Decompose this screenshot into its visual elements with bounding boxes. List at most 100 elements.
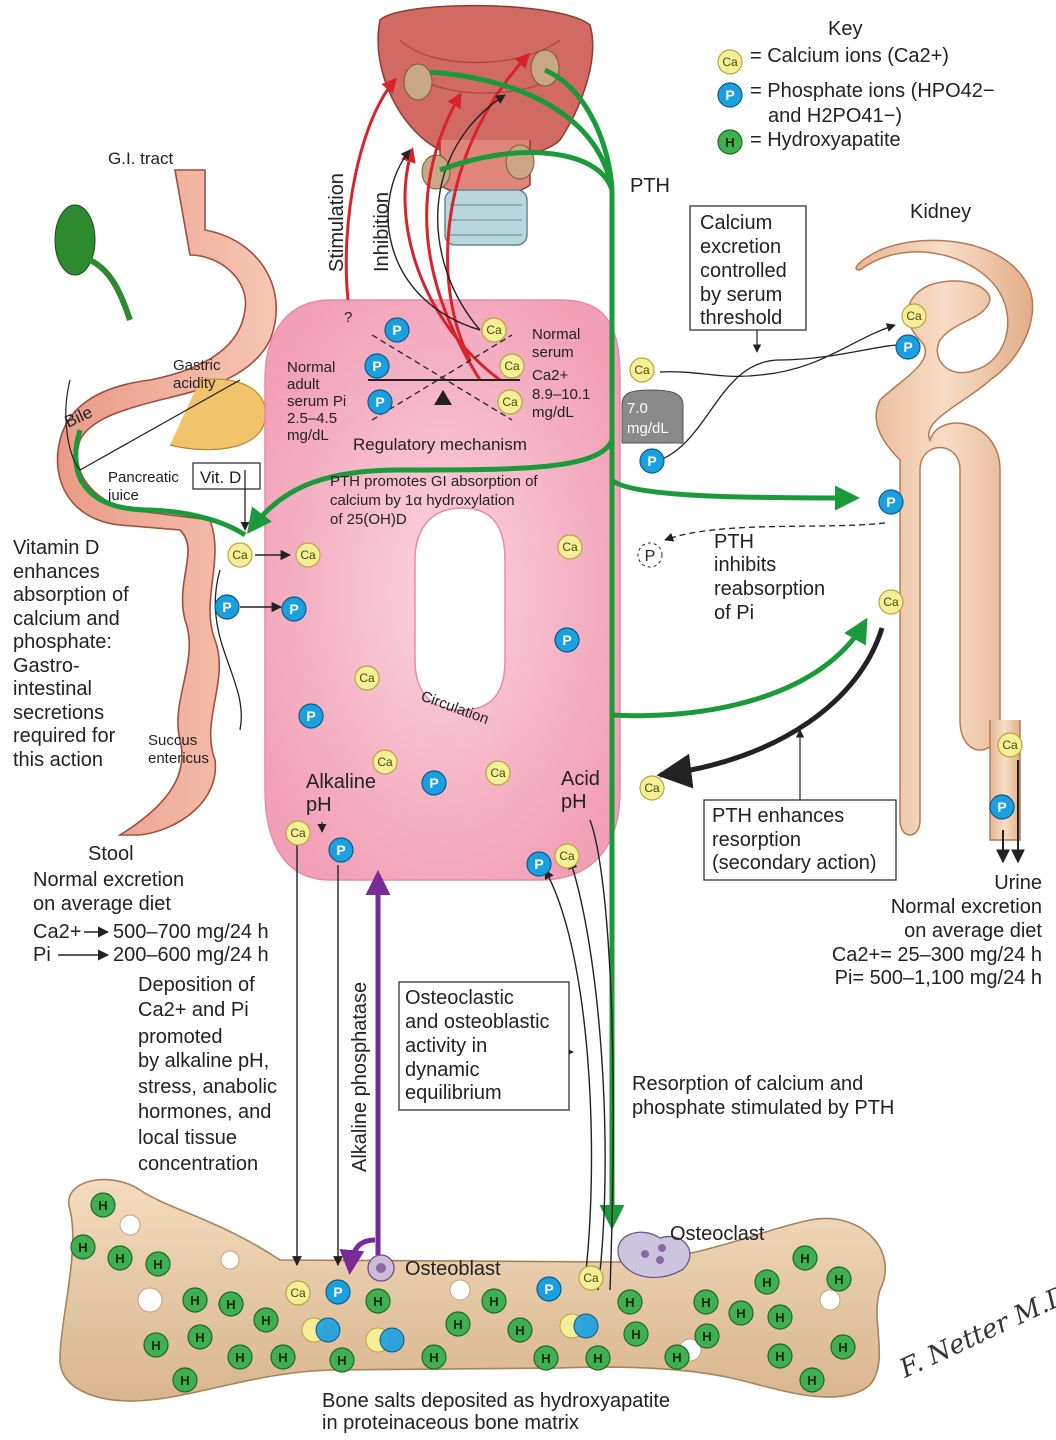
resorption-pth-1: Resorption of calcium and	[632, 1073, 863, 1095]
phosphate-ion: P	[422, 771, 446, 795]
hydroxyapatite-ion: H	[254, 1308, 278, 1332]
key-phosphate-label-2: and H2PO41−)	[768, 105, 902, 127]
hydroxyapatite-ion: H	[695, 1324, 719, 1348]
svg-text:Ca: Ca	[290, 826, 306, 840]
svg-text:Ca: Ca	[722, 55, 738, 69]
svg-text:H: H	[261, 1313, 270, 1328]
svg-text:P: P	[647, 453, 656, 469]
phosphate-ion: P	[282, 597, 306, 621]
key-phosphate-icon: P	[718, 83, 742, 107]
svg-text:stress, anabolic: stress, anabolic	[138, 1076, 277, 1098]
key-calcium-icon: Ca	[718, 50, 742, 74]
svg-text:H: H	[807, 1373, 816, 1388]
svg-text:H: H	[98, 1198, 107, 1213]
phosphate-ion: P	[640, 449, 664, 473]
hydroxyapatite-ion: H	[665, 1345, 689, 1369]
calcium-ion: Ca	[902, 304, 926, 328]
calcium-ion: Ca	[500, 354, 524, 378]
svg-text:P: P	[372, 358, 381, 374]
svg-text:Gastro-: Gastro-	[13, 655, 80, 677]
acid-ph-1: Acid	[561, 768, 600, 790]
svg-text:P: P	[997, 799, 1006, 815]
svg-text:H: H	[834, 1272, 843, 1287]
hydroxyapatite-ion: H	[768, 1344, 792, 1368]
pth-label: PTH	[630, 175, 670, 197]
svg-text:phosphate:: phosphate:	[13, 631, 112, 653]
calcium-ion: Ca	[555, 844, 579, 868]
hydroxyapatite-ion: H	[831, 1335, 855, 1359]
hydroxyapatite-ion: H	[800, 1368, 824, 1392]
pth-enhances-2: resorption	[712, 829, 801, 851]
svg-text:P: P	[725, 87, 734, 103]
vitamin-d-text: Vitamin D enhances absorption of calcium…	[13, 537, 129, 771]
calcium-ion: Ca	[286, 1281, 310, 1305]
svg-text:H: H	[195, 1330, 204, 1345]
calcium-ion: Ca	[879, 590, 903, 614]
calcium-ion: Ca	[486, 761, 510, 785]
svg-text:H: H	[190, 1293, 199, 1308]
svg-text:P: P	[429, 775, 438, 791]
pth-inhibits-4: of Pi	[714, 602, 754, 624]
calcium-ion: Ca	[558, 535, 582, 559]
calcium-ion: Ca	[373, 750, 397, 774]
pth-enhances-1: PTH enhances	[712, 805, 844, 827]
svg-text:intestinal: intestinal	[13, 678, 92, 700]
normal-serum-ca-3: Ca2+	[532, 367, 569, 384]
svg-text:H: H	[800, 1251, 809, 1266]
calcium-ion: Ca	[296, 543, 320, 567]
svg-text:H: H	[775, 1349, 784, 1364]
phosphate-ion: P	[537, 1277, 561, 1301]
svg-text:H: H	[515, 1323, 524, 1338]
ion-pair	[302, 1318, 340, 1342]
osteo-box-5: equilibrium	[405, 1082, 502, 1104]
parathyroid-gland-illustration	[378, 6, 593, 245]
svg-text:H: H	[631, 1327, 640, 1342]
phosphate-ion: P	[326, 1280, 350, 1304]
hydroxyapatite-ion: H	[586, 1346, 610, 1370]
pth-promotes-2: calcium by 1α hydroxylation	[330, 492, 515, 509]
svg-text:H: H	[775, 1310, 784, 1325]
pth-promotes-3: of 25(OH)D	[330, 511, 407, 528]
normal-serum-ca-2: serum	[532, 344, 574, 361]
pth-promotes-1: PTH promotes GI absorption of	[330, 473, 538, 490]
phosphate-ion: P	[896, 335, 920, 359]
svg-text:Ca: Ca	[486, 323, 502, 337]
resorption-pth-2: phosphate stimulated by PTH	[632, 1097, 894, 1119]
phosphate-ion: P	[329, 838, 353, 862]
hydroxyapatite-ion: H	[144, 1333, 168, 1357]
svg-text:Ca: Ca	[883, 595, 899, 609]
svg-text:Ca: Ca	[502, 395, 518, 409]
normal-adult-serum-1: Normal	[287, 359, 335, 376]
svg-text:Ca: Ca	[359, 671, 375, 685]
urine-title: Urine	[994, 872, 1042, 894]
gastric-acidity-label-2: acidity	[173, 375, 216, 392]
deposition-text: Deposition of Ca2+ and Pi promoted by al…	[138, 974, 277, 1175]
svg-text:Ca: Ca	[232, 548, 248, 562]
hydroxyapatite-ion: H	[228, 1345, 252, 1369]
question-mark: ?	[344, 309, 352, 326]
urine-pi: Pi= 500–1,100 mg/24 h	[835, 967, 1042, 989]
alkaline-ph-1: Alkaline	[306, 771, 376, 793]
calcium-excretion-1: Calcium	[700, 212, 772, 234]
svg-text:H: H	[115, 1251, 124, 1266]
urine-ca: Ca2+= 25–300 mg/24 h	[832, 944, 1042, 966]
pth-inhibits-2: inhibits	[714, 554, 776, 576]
hydroxyapatite-ion: H	[624, 1322, 648, 1346]
svg-text:Ca: Ca	[300, 548, 316, 562]
svg-text:H: H	[180, 1373, 189, 1388]
key-title: Key	[828, 18, 862, 40]
svg-text:H: H	[235, 1350, 244, 1365]
phosphate-ion-inhibited: P	[638, 543, 662, 567]
calcium-excretion-2: excretion	[700, 236, 781, 258]
stool-ca-symbol: Ca2+	[33, 921, 81, 943]
calcium-ion: Ca	[498, 390, 522, 414]
stool-line-2: Normal excretion	[33, 869, 184, 891]
svg-text:P: P	[375, 394, 384, 410]
hydroxyapatite-ion: H	[330, 1348, 354, 1372]
hydroxyapatite-ion: H	[755, 1270, 779, 1294]
svg-text:H: H	[725, 135, 734, 150]
calcium-ion: Ca	[998, 733, 1022, 757]
hydroxyapatite-ion: H	[827, 1267, 851, 1291]
kidney-label: Kidney	[910, 201, 971, 223]
gi-tract-label: G.I. tract	[108, 149, 173, 168]
